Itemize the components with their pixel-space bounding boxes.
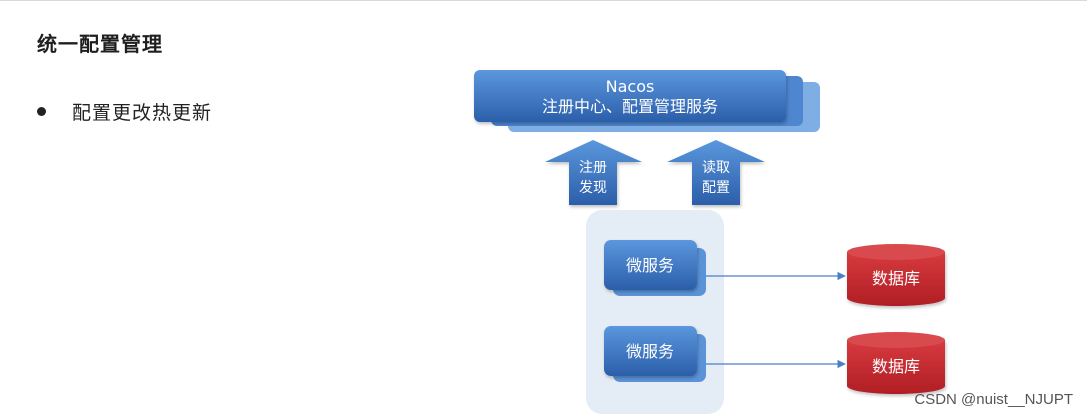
- service-node-1: 微服务: [604, 240, 706, 296]
- database-2: 数据库: [847, 332, 945, 394]
- service-1-front: [604, 240, 697, 290]
- database-2-body: [847, 340, 945, 394]
- page-title: 统一配置管理: [37, 32, 163, 56]
- arrow-config-shape: [667, 140, 765, 205]
- database-1-body: [847, 252, 945, 306]
- database-1-top: [847, 244, 945, 260]
- arrow-register-shape: [545, 140, 642, 205]
- arrow-read-config: 读取 配置: [667, 140, 765, 205]
- nacos-title: Nacos: [606, 77, 655, 96]
- database-1-label: 数据库: [872, 269, 920, 288]
- arrow-register-line2: 发现: [579, 180, 607, 196]
- service-2-label: 微服务: [626, 342, 674, 361]
- arrow-register-line1: 注册: [579, 160, 607, 176]
- nacos-box: Nacos 注册中心、配置管理服务: [474, 70, 820, 132]
- arrow-config-line1: 读取: [702, 159, 730, 176]
- service-2-front: [604, 326, 697, 376]
- bullet-dot-icon: [37, 107, 46, 116]
- nacos-subtitle: 注册中心、配置管理服务: [542, 97, 718, 116]
- bullet-text: 配置更改热更新: [72, 102, 213, 124]
- database-2-top: [847, 332, 945, 348]
- bullet-item: 配置更改热更新: [37, 98, 212, 125]
- top-divider: [0, 0, 1087, 1]
- database-2-label: 数据库: [872, 357, 920, 376]
- service-node-2: 微服务: [604, 326, 706, 382]
- database-1: 数据库: [847, 244, 945, 306]
- arrow-register-discover: 注册 发现: [545, 140, 642, 205]
- watermark: CSDN @nuist__NJUPT: [914, 391, 1073, 408]
- service-1-label: 微服务: [626, 256, 674, 275]
- arrow-config-line2: 配置: [702, 180, 730, 196]
- nacos-front-box: [474, 70, 786, 122]
